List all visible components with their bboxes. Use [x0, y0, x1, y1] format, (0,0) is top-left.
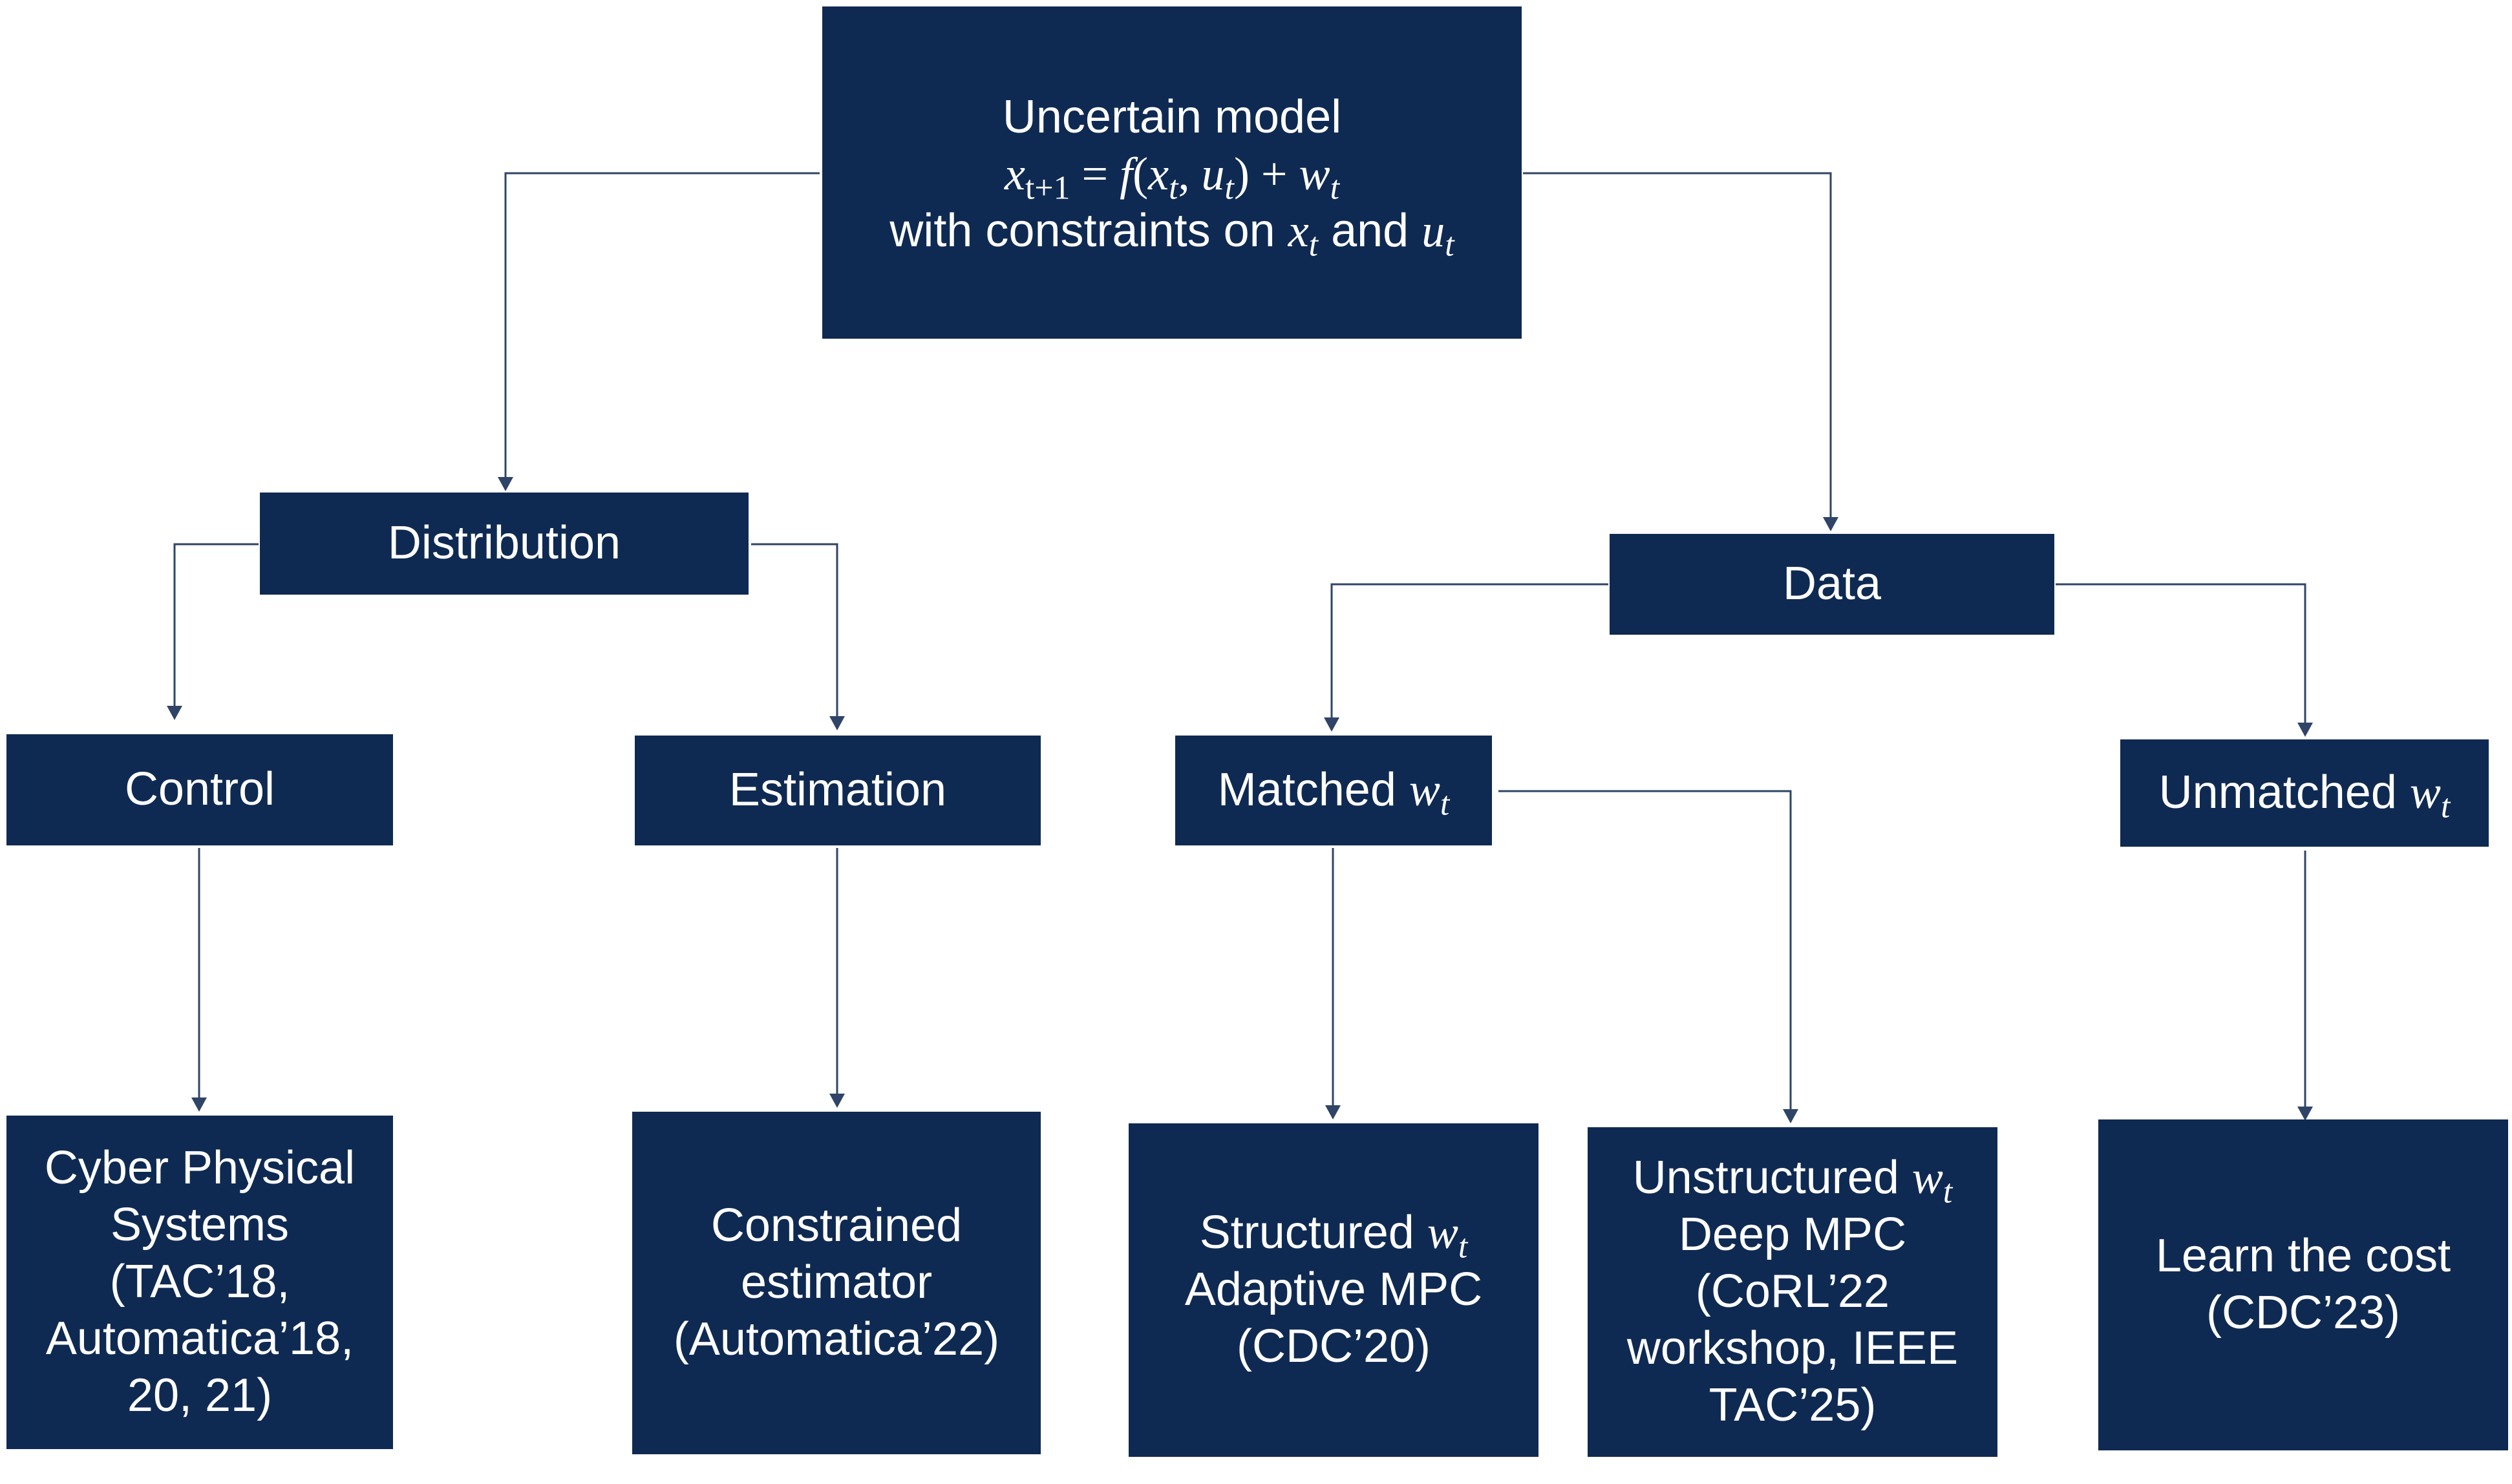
connector-matched-unstructured [1498, 790, 1792, 1109]
cps-line: 20, 21) [127, 1369, 273, 1421]
unmatched-label: Unmatched wt [2158, 767, 2451, 825]
structured-title: Structured wt [1199, 1207, 1468, 1266]
distribution-label: Distribution [387, 517, 621, 569]
unstructured-title: Unstructured wt [1632, 1152, 1953, 1211]
arrowhead-unmatched [2297, 723, 2313, 737]
constraints-line: with constraints on xt and ut [889, 204, 1454, 264]
matched-noise-node: Matched wt [1175, 736, 1492, 845]
connector-root-distribution [504, 172, 820, 477]
estimation-label: Estimation [729, 764, 947, 816]
arrowhead-cps [191, 1097, 207, 1112]
arrowhead-matched [1324, 717, 1339, 732]
arrowhead-structured [1325, 1105, 1341, 1119]
estimator-line: Constrained [710, 1200, 963, 1252]
distribution-node: Distribution [260, 493, 749, 595]
matched-label: Matched wt [1217, 764, 1450, 823]
unstructured-noise-node: Unstructured wt Deep MPC (CoRL’22 worksh… [1588, 1127, 1997, 1457]
cps-line: Automatica’18, [45, 1312, 354, 1364]
connector-distribution-control [173, 543, 259, 706]
estimator-line: estimator [740, 1256, 933, 1309]
connector-data-matched [1330, 583, 1608, 717]
unstructured-line: workshop, IEEE [1626, 1322, 1959, 1374]
unstructured-line: (CoRL’22 [1695, 1266, 1890, 1318]
arrowhead-unstructured [1783, 1109, 1798, 1123]
arrowhead-data [1823, 517, 1838, 531]
cps-line: (TAC’18, [109, 1256, 290, 1308]
connector-distribution-estimation [751, 543, 838, 716]
arrowhead-cost [2297, 1107, 2313, 1121]
connector-root-data [1523, 172, 1832, 517]
control-label: Control [124, 763, 275, 816]
arrowhead-estimation [829, 716, 845, 730]
cps-line: Systems [110, 1199, 290, 1251]
unstructured-line: Deep MPC [1678, 1209, 1907, 1261]
estimator-line: (Automatica’22) [673, 1313, 1000, 1365]
learn-the-cost-node: Learn the cost (CDC’23) [2098, 1119, 2508, 1450]
structured-line: (CDC’20) [1236, 1320, 1431, 1372]
cyber-physical-systems-node: Cyber Physical Systems (TAC’18, Automati… [6, 1116, 393, 1449]
estimation-node: Estimation [635, 736, 1041, 845]
root-node-uncertain-model: Uncertain model xt+1 = f(xt, ut) + wt wi… [822, 6, 1522, 339]
cost-line: (CDC’23) [2206, 1287, 2401, 1339]
arrowhead-estimator [829, 1094, 845, 1108]
constrained-estimator-node: Constrained estimator (Automatica’22) [632, 1112, 1041, 1454]
data-label: Data [1782, 558, 1882, 610]
model-equation: xt+1 = f(xt, ut) + wt [1005, 148, 1339, 207]
structured-line: Adaptive MPC [1184, 1264, 1483, 1316]
unmatched-noise-node: Unmatched wt [2120, 739, 2489, 847]
cost-line: Learn the cost [2155, 1230, 2451, 1282]
arrowhead-control [167, 706, 182, 720]
cps-line: Cyber Physical [44, 1142, 356, 1194]
structured-noise-node: Structured wt Adaptive MPC (CDC’20) [1129, 1123, 1538, 1457]
arrowhead-distribution [498, 477, 513, 491]
root-title: Uncertain model [1002, 91, 1342, 143]
unstructured-line: TAC’25) [1708, 1379, 1877, 1431]
connector-data-unmatched [2056, 583, 2306, 723]
data-node: Data [1610, 534, 2054, 635]
control-node: Control [6, 734, 393, 845]
